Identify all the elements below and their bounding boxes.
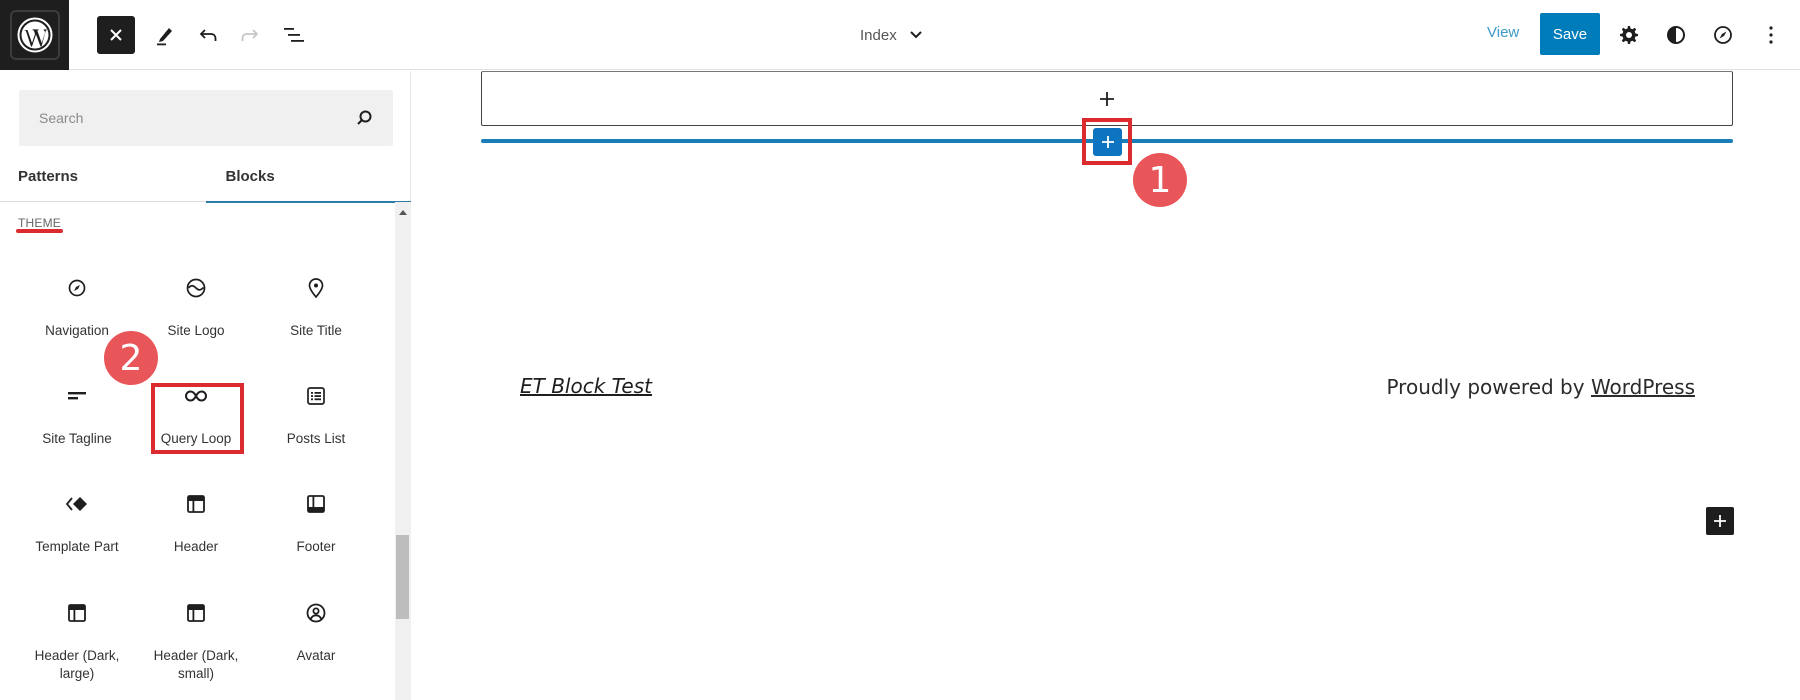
undo-button[interactable] <box>189 16 227 54</box>
block-footer[interactable]: Footer <box>257 492 375 556</box>
view-link[interactable]: View <box>1487 24 1520 41</box>
block-site-title[interactable]: Site Title <box>257 276 375 340</box>
redo-icon <box>241 29 259 41</box>
scrollbar-thumb[interactable] <box>396 535 409 619</box>
list-view-button[interactable] <box>275 16 313 54</box>
scroll-up-arrow-icon[interactable] <box>399 210 407 215</box>
block-label: Avatar <box>296 648 336 663</box>
wordpress-logo-button[interactable] <box>0 0 69 70</box>
undo-icon <box>199 29 217 41</box>
block-header-dark-small[interactable]: Header (Dark, small) <box>137 601 255 683</box>
contrast-icon <box>1667 26 1685 44</box>
block-label: Query Loop <box>160 431 232 446</box>
search-field[interactable] <box>19 90 393 146</box>
close-icon <box>110 29 122 41</box>
add-block-button[interactable] <box>1706 507 1734 535</box>
block-inserter-panel: Patterns Blocks THEME Navigation Site Lo… <box>0 71 411 700</box>
empty-block-placeholder[interactable] <box>481 71 1733 126</box>
navigation-button[interactable] <box>1704 16 1742 54</box>
document-title: Index <box>860 26 897 44</box>
plus-icon <box>1101 136 1114 148</box>
save-button[interactable]: Save <box>1540 13 1600 55</box>
footer-icon <box>307 495 325 513</box>
chevron-down-icon <box>909 31 922 39</box>
list-view-icon <box>284 28 304 42</box>
search-icon <box>357 110 372 125</box>
inserter-tabs: Patterns Blocks <box>0 159 412 203</box>
wordpress-logo-icon <box>17 17 52 53</box>
redo-button[interactable] <box>231 16 269 54</box>
block-avatar[interactable]: Avatar <box>257 601 375 665</box>
block-label: Posts List <box>286 431 346 446</box>
footer-credit: Proudly powered by WordPress <box>1386 375 1695 399</box>
annotation-badge-2: 2 <box>104 331 158 385</box>
loop-icon <box>185 390 207 402</box>
block-site-tagline[interactable]: Site Tagline <box>18 384 136 448</box>
settings-button[interactable] <box>1610 16 1648 54</box>
section-heading-theme: THEME <box>18 216 61 230</box>
site-title-link[interactable]: ET Block Test <box>520 374 652 398</box>
options-button[interactable] <box>1752 16 1790 54</box>
gear-icon <box>1620 26 1638 44</box>
block-label: Template Part <box>35 539 119 554</box>
map-pin-icon <box>308 278 324 299</box>
sidebar-scrollbar[interactable] <box>395 202 411 700</box>
annotation-badge-1: 1 <box>1133 153 1187 207</box>
plus-icon <box>1714 515 1726 527</box>
block-site-logo[interactable]: Site Logo <box>137 276 255 340</box>
block-posts-list[interactable]: Posts List <box>257 384 375 448</box>
header-icon <box>68 604 86 622</box>
tab-blocks[interactable]: Blocks <box>205 159 412 203</box>
block-label: Site Logo <box>167 323 225 338</box>
block-header-dark-large[interactable]: Header (Dark, large) <box>18 601 136 683</box>
header-icon <box>187 495 205 513</box>
template-part-icon <box>65 497 87 511</box>
posts-list-icon <box>307 387 325 405</box>
tab-patterns[interactable]: Patterns <box>18 168 79 185</box>
insert-block-button[interactable] <box>1093 128 1122 156</box>
wordpress-link[interactable]: WordPress <box>1590 375 1695 399</box>
more-vertical-icon <box>1769 26 1773 44</box>
search-input[interactable] <box>39 110 355 126</box>
editor-canvas: 1 ET Block Test Proudly powered by WordP… <box>412 71 1800 700</box>
block-header[interactable]: Header <box>137 492 255 556</box>
block-label: Navigation <box>45 323 109 338</box>
block-label: Site Tagline <box>42 431 112 446</box>
styles-button[interactable] <box>1657 16 1695 54</box>
block-navigation[interactable]: Navigation <box>18 276 136 340</box>
block-query-loop[interactable]: Query Loop <box>137 384 255 448</box>
wordpress-logo-frame <box>9 10 60 60</box>
footer-credit-text: Proudly powered by <box>1386 375 1591 399</box>
avatar-icon <box>306 603 326 623</box>
plus-icon <box>1100 91 1114 106</box>
block-label: Footer <box>296 539 336 554</box>
compass-icon <box>68 279 86 297</box>
compass-icon <box>1714 26 1732 44</box>
pencil-icon <box>157 28 172 46</box>
editor-header: Index View Save <box>0 0 1800 70</box>
header-icon <box>187 604 205 622</box>
close-inserter-button[interactable] <box>97 16 135 54</box>
block-label: Header (Dark, small) <box>153 648 239 681</box>
tools-button[interactable] <box>146 16 184 54</box>
block-label: Site Title <box>290 323 342 338</box>
site-logo-icon <box>186 278 206 298</box>
document-title-dropdown[interactable]: Index <box>860 22 923 48</box>
block-template-part[interactable]: Template Part <box>18 492 136 556</box>
block-label: Header (Dark, large) <box>34 648 120 681</box>
annotation-underline <box>16 229 63 233</box>
block-label: Header <box>173 539 219 554</box>
tagline-icon <box>68 392 86 400</box>
